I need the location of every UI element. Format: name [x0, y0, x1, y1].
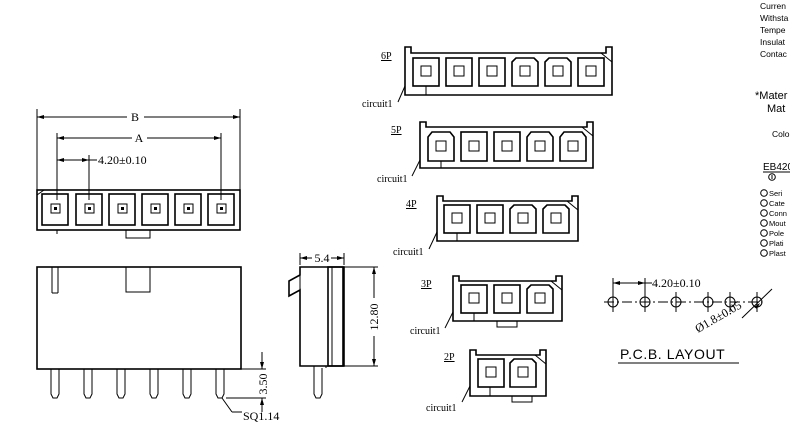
spec-line-withstand: Withsta: [760, 13, 789, 23]
legend-4: Mout: [769, 219, 787, 228]
variant-circuit-2p: circuit1: [426, 403, 457, 414]
front-view: B A 4.20±0.10: [36, 109, 241, 239]
variant-5p: 5P circuit1: [377, 121, 594, 185]
variant-circuit-4p: circuit1: [393, 247, 424, 258]
side-view: 5.4 12.80: [288, 251, 381, 399]
variant-label-2p: 2P: [444, 352, 455, 363]
dim-pin-square: SQ1.14: [243, 409, 279, 423]
variant-3p: 3P circuit1: [410, 275, 563, 337]
variant-circuit-3p: circuit1: [410, 326, 441, 337]
variant-circuit-6p: circuit1: [362, 99, 393, 110]
variant-4p: 4P circuit1: [393, 195, 579, 258]
dim-side-height: 12.80: [367, 304, 381, 331]
legend-7: Plast: [769, 249, 787, 258]
spec-material-1: *Mater: [755, 90, 788, 102]
variant-label-4p: 4P: [406, 199, 417, 210]
elevation-view: 3.50 SQ1.14: [36, 266, 279, 423]
pcb-hole: Ø1.8±0.05: [693, 298, 744, 336]
pcb-layout-title: P.C.B. LAYOUT: [620, 346, 725, 362]
front-cavities: [41, 193, 235, 226]
spec-line-contact: Contac: [760, 49, 788, 59]
legend-5: Pole: [769, 229, 784, 238]
spec-material-2: Mat: [767, 103, 785, 115]
spec-line-current: Curren: [760, 1, 786, 11]
elevation-pins: [50, 369, 225, 399]
dim-b: B: [131, 110, 139, 124]
spec-line-temperature: Tempe: [760, 25, 786, 35]
legend-3: Conn: [769, 209, 787, 218]
dim-pin-length: 3.50: [256, 374, 270, 395]
dim-side-width: 5.4: [315, 251, 330, 265]
pcb-pitch: 4.20±0.10: [652, 276, 701, 290]
dim-pitch: 4.20±0.10: [98, 153, 147, 167]
pcb-layout: 4.20±0.10 Ø1.8±0.05 P.C.B. LAYOUT: [604, 276, 773, 364]
variant-6p: 6P circuit1: [362, 46, 613, 110]
variant-label-5p: 5P: [391, 125, 402, 136]
variant-label-6p: 6P: [381, 51, 392, 62]
spec-line-insulation: Insulat: [760, 37, 786, 47]
variant-label-3p: 3P: [421, 279, 432, 290]
variant-circuit-5p: circuit1: [377, 174, 408, 185]
spec-color: Colo: [772, 129, 790, 139]
legend-1: Seri: [769, 189, 783, 198]
variant-2p: 2P circuit1: [426, 349, 547, 414]
spec-legend: Seri Cate Conn Mout Pole Plati Plast: [760, 189, 787, 258]
legend-2: Cate: [769, 199, 785, 208]
legend-6: Plati: [769, 239, 784, 248]
spec-column: Curren Withsta Tempe Insulat Contac *Mat…: [755, 1, 790, 258]
spec-part-code: EB420: [763, 162, 790, 173]
dim-a: A: [135, 131, 144, 145]
